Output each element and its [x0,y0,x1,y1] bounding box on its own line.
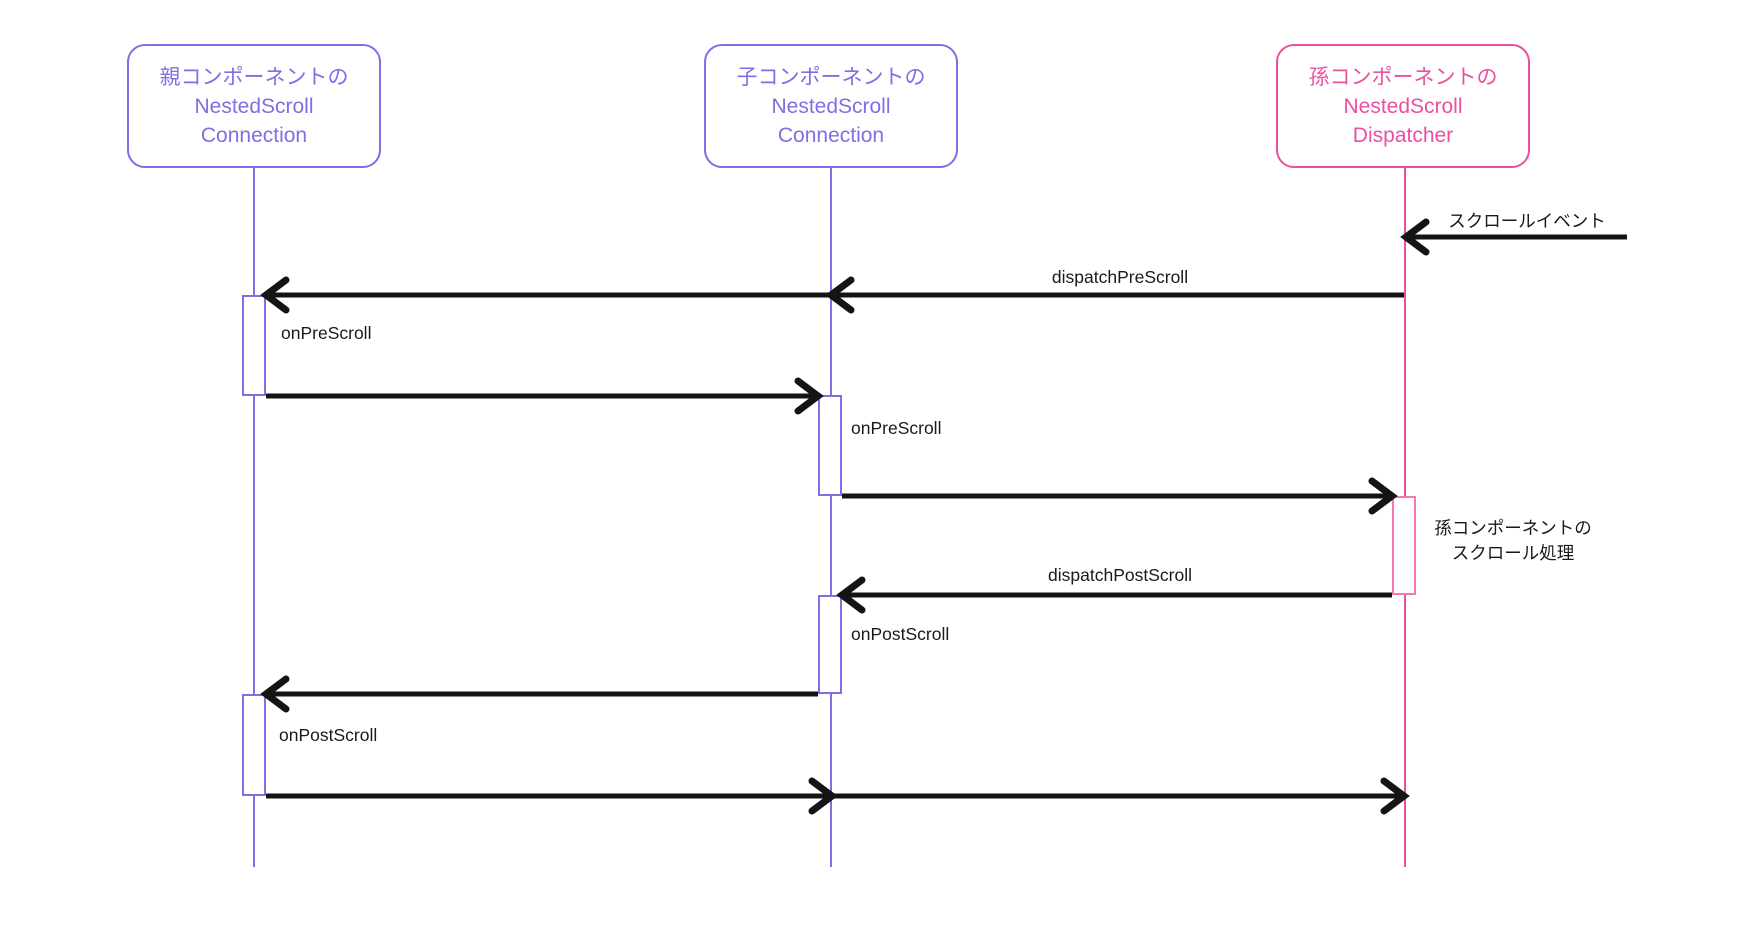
label-on-post-scroll-child: onPostScroll [851,624,950,644]
activation-parent-onpostscroll [242,694,266,796]
actor-child-line2: NestedScroll [771,94,891,118]
actor-parent-line3: Connection [200,123,308,147]
lifeline-parent [253,168,255,867]
label-grandchild-scroll-note-line2: スクロール処理 [1451,543,1575,563]
label-on-post-scroll-parent: onPostScroll [279,725,378,745]
actor-child-line3: Connection [777,123,885,147]
actor-parent-line1: 親コンポーネントの [159,65,349,89]
activation-child-onprescroll [818,395,842,496]
label-dispatch-pre-scroll: dispatchPreScroll [1051,267,1189,287]
label-on-pre-scroll-parent: onPreScroll [281,323,372,343]
activation-grandchild-scroll [1392,496,1416,595]
arrow-parent-to-grandchild-final [266,777,1410,815]
actor-grandchild-line2: NestedScroll [1343,94,1463,118]
activation-parent-onprescroll [242,295,266,396]
label-dispatch-post-scroll: dispatchPostScroll [1048,565,1192,585]
actor-box-grandchild: 孫コンポーネントの NestedScroll Dispatcher [1276,44,1530,168]
label-on-pre-scroll-child: onPreScroll [851,418,942,438]
actor-parent-line2: NestedScroll [194,94,314,118]
actor-box-parent: 親コンポーネントの NestedScroll Connection [127,44,381,168]
lifeline-child [830,168,832,867]
arrow-dispatch-pre-scroll [260,276,1404,314]
actor-grandchild-line3: Dispatcher [1352,123,1454,147]
actor-grandchild-line1: 孫コンポーネントの [1308,65,1498,89]
label-grandchild-scroll-note: 孫コンポーネントの スクロール処理 [1434,516,1592,566]
arrow-child-to-grandchild [842,477,1398,515]
activation-child-onpostscroll [818,595,842,694]
actor-child-line1: 子コンポーネントの [736,65,926,89]
label-grandchild-scroll-note-line1: 孫コンポーネントの [1434,518,1592,538]
label-scroll-event: スクロールイベント [1448,211,1606,231]
arrow-child-to-parent-postscroll [260,675,818,713]
actor-box-child: 子コンポーネントの NestedScroll Connection [704,44,958,168]
arrow-parent-to-child-prescroll [266,377,824,415]
